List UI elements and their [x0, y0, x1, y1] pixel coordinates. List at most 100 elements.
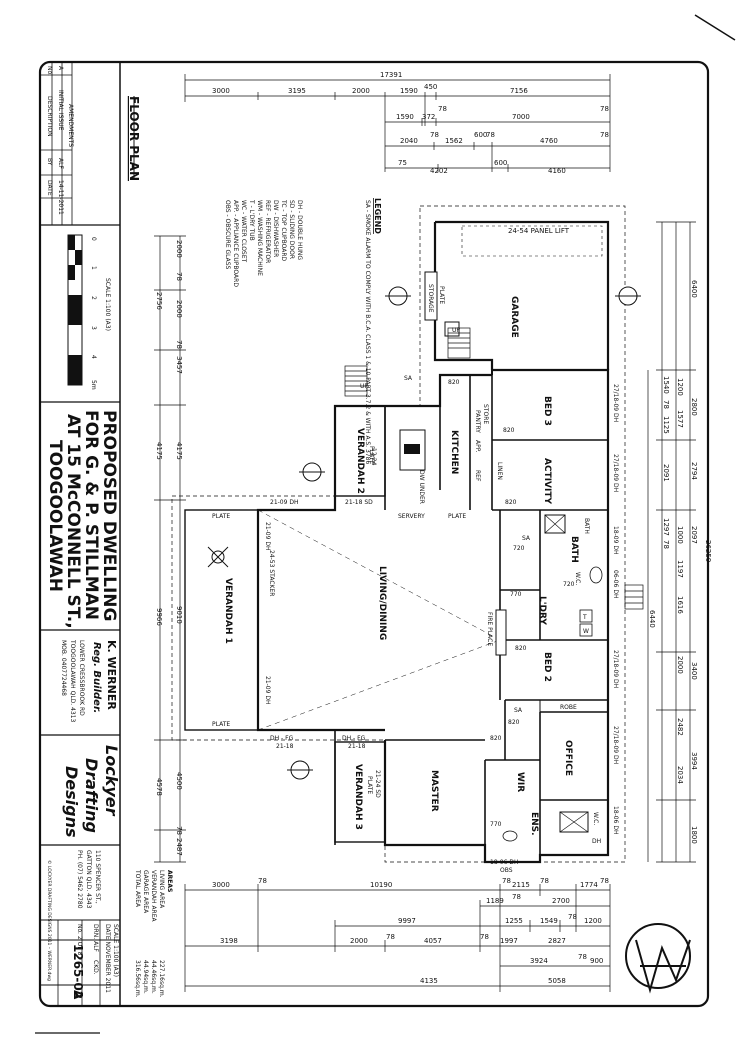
room-kitchen: KITCHEN — [449, 430, 459, 474]
dim-left-2d: 4578 — [155, 778, 163, 796]
robe-label: ROBE — [560, 704, 577, 711]
dim-bottom-1c: 10190 — [370, 881, 392, 889]
wm-label: W — [583, 628, 589, 635]
verandah1-plate-bottom: PLATE — [212, 721, 230, 728]
dim-left-2a: 2756 — [155, 292, 163, 310]
door-1: 820 — [448, 379, 460, 386]
legend-item-sd: SD - SLIDING DOOR — [288, 200, 295, 259]
dim-bottom-1e: 2115 — [512, 881, 530, 889]
dim-bottom-1f: 78 — [540, 877, 549, 885]
room-bath: BATH — [569, 536, 579, 563]
legend-item-obs: OBS - OBSCURE GLASS — [224, 200, 231, 270]
dim-top-3d: 600 — [474, 131, 487, 139]
opening-ens-window: 18-06 DH — [490, 859, 518, 866]
scale-tick-1: 1 — [90, 266, 97, 270]
dim-right-2b: 1577 — [676, 410, 684, 428]
dim-top-4b: 4202 — [430, 167, 448, 175]
legend: LEGEND SA - SMOKE ALARM TO COMPLY WITH B… — [224, 198, 382, 464]
door-4: 720 — [513, 545, 525, 552]
scale-label: SCALE 1:100 (A3) — [104, 278, 111, 331]
dim-right-1d: 2097 — [690, 526, 698, 544]
smoke-alarm-2: SA — [514, 707, 523, 714]
legend-item-app: APP. - APPLIANCE CUPBOARD — [232, 200, 239, 287]
dim-right-1g: 1800 — [690, 826, 698, 844]
dim-bottom-1d: 78 — [502, 877, 511, 885]
verandah3-plate: PLATE — [366, 776, 373, 794]
dim-right-2c: 1000 — [676, 526, 684, 544]
area-total-label: TOTAL AREA — [134, 869, 141, 908]
fire-place-label: FIRE PLACE — [486, 612, 493, 646]
dim-bottom-6b: 5058 — [548, 977, 566, 985]
firm-logo: Lockyer Drafting Designs — [62, 745, 121, 838]
project-title: PROPOSED DWELLING FOR G. & P. STILLMAN A… — [45, 410, 119, 629]
dim-right-2a: 1200 — [676, 378, 684, 396]
win-wc: 06-06 DH — [612, 570, 619, 598]
amendments-table: No. DESCRIPTION BY DATE A INITIAL ISSUE … — [40, 62, 74, 225]
dim-right-3a: 1540 — [662, 376, 670, 394]
door-5: 720 — [563, 581, 575, 588]
scale-tick-3: 3 — [90, 326, 97, 330]
builder-name: K. WERNER — [105, 640, 118, 710]
dim-right-2e: 1616 — [676, 596, 684, 614]
areas-heading: AREAS — [166, 870, 173, 892]
storage-label: STORAGE — [427, 284, 434, 313]
door-2: 820 — [503, 427, 515, 434]
dim-bottom-4f: 1997 — [500, 937, 518, 945]
dim-bottom-4d: 4057 — [424, 937, 442, 945]
dim-top-overall: 17391 — [380, 71, 402, 79]
dim-top-2a: 1590 — [396, 113, 414, 121]
dim-bottom-4c: 78 — [386, 933, 395, 941]
dim-top-4c: 600 — [494, 159, 507, 167]
dim-right-3f: 78 — [662, 540, 670, 549]
opening-10: 12-24 — [370, 448, 377, 466]
tub-label: T — [582, 614, 587, 621]
dim-left-1h: 4500 — [175, 772, 183, 790]
firm-address-3: PH. (07) 5462 2780 — [76, 850, 83, 909]
dim-bottom-5b: 78 — [578, 953, 587, 961]
dim-top-3c: 1562 — [445, 137, 463, 145]
dim-bottom-1a: 3000 — [212, 881, 230, 889]
dim-top-4a: 75 — [398, 159, 407, 167]
dim-right-2d: 1197 — [676, 560, 684, 578]
dim-bottom-1b: 78 — [258, 877, 267, 885]
dim-bottom-2c: 2700 — [552, 897, 570, 905]
dim-left-2b: 4175 — [155, 442, 163, 460]
dim-bottom-2a: 1189 — [486, 897, 504, 905]
scale-bar: 0 1 2 3 4 5m SCALE 1:100 (A3) — [67, 234, 111, 390]
room-wir: WIR — [515, 772, 525, 792]
legend-item-dw: DW - DISHWASHER — [272, 200, 279, 257]
app-label: APP. — [474, 440, 481, 452]
dim-right-2h: 2034 — [676, 766, 684, 784]
builder-role: Reg. Builder. — [91, 642, 102, 713]
amendments-header-date: DATE — [46, 180, 53, 196]
dim-right-1e: 3400 — [690, 662, 698, 680]
firm-address: 110 SPENCER ST., GATTON QLD. 4343 PH. (0… — [76, 850, 101, 909]
top-dimensions: 17391 3000 3195 2000 1590 450 7156 1590 … — [184, 71, 611, 175]
area-verandah-value: 44.46sq.m. — [150, 960, 157, 994]
tb-date: DATE NOVEMBER 2011 — [104, 924, 111, 993]
amendment-description: INITIAL ISSUE — [57, 90, 64, 131]
tb-rev: A — [71, 990, 85, 1000]
opening-4: 21-09 DH — [264, 676, 271, 704]
dim-top-1d: 1590 — [400, 87, 418, 95]
servery-label: SERVERY — [398, 513, 425, 520]
dim-top-2c: 78 — [438, 105, 447, 113]
legend-item-tc: TC - TOP CUPBOARD — [280, 199, 287, 261]
dim-left-1c: 2000 — [175, 300, 183, 318]
north-arrow-icon — [625, 923, 691, 994]
dim-bottom-1g: 1774 — [580, 881, 598, 889]
dim-left-1f: 4175 — [175, 442, 183, 460]
dim-left-1g: 9010 — [175, 606, 183, 624]
win-bath: 18-09 DH — [612, 526, 619, 554]
dim-right-1a: 6400 — [690, 280, 698, 298]
legend-item-dh: DH - DOUBLE HUNG — [296, 200, 303, 260]
dim-bottom-3a: 9997 — [398, 917, 416, 925]
stacker-label: 24-53 STACKER — [268, 550, 275, 596]
dim-top-2d: 7000 — [512, 113, 530, 121]
opening-7: DH - FG — [342, 735, 366, 742]
area-garage-value: 44.94sq.m. — [142, 960, 149, 994]
win-activity: 27/18-09 DH — [612, 454, 619, 492]
left-dimensions: 2000 78 2000 78 3457 4175 9010 4500 78 2… — [154, 235, 186, 863]
title-line-4: TOOGOOLAWAH — [45, 440, 65, 592]
ens-wc-label: W.C. — [592, 812, 599, 825]
